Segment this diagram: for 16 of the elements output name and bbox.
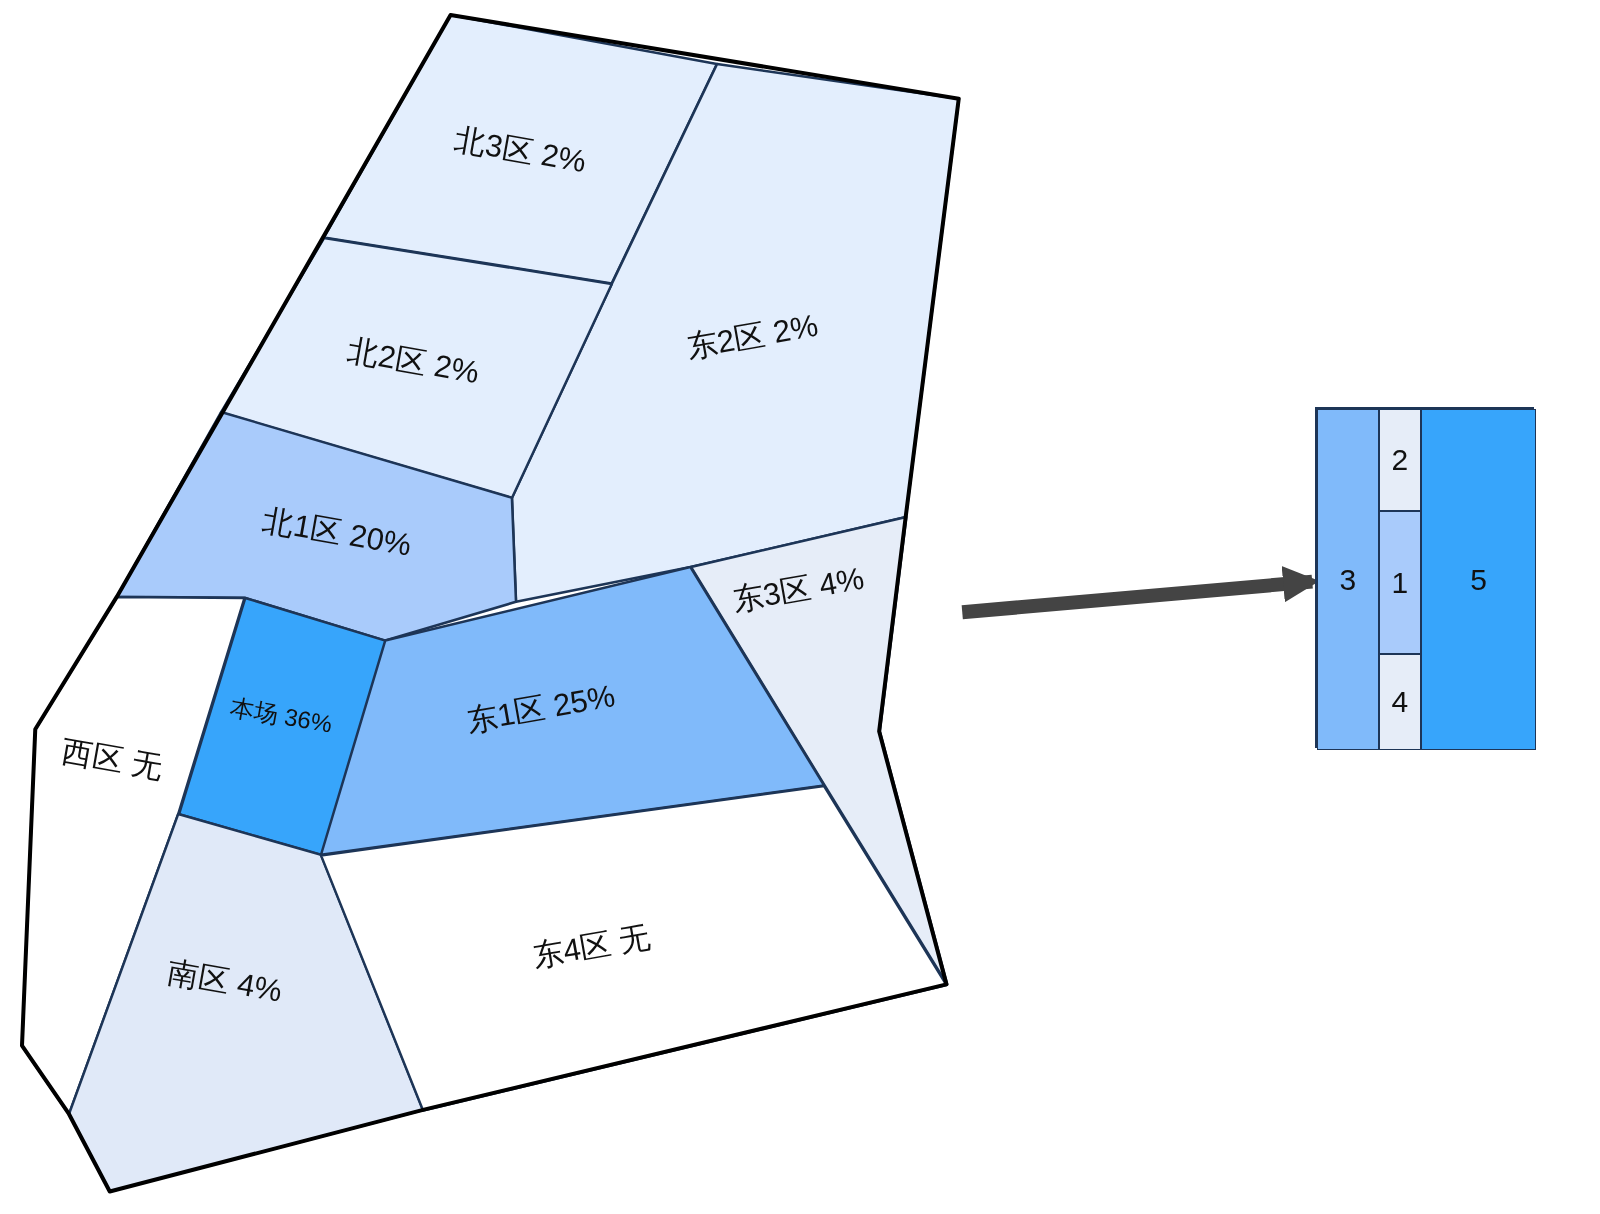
zone-label: 南区 4% [164, 952, 286, 1011]
strip-panel [1315, 407, 1534, 748]
numbered-strip: 5 [1421, 409, 1536, 750]
zone-label: 北3区 2% [451, 120, 590, 182]
zone-label: 东2区 2% [682, 306, 821, 367]
zone-label: 北1区 20% [259, 500, 415, 565]
zone-label: 东4区 无 [529, 917, 654, 976]
numbered-strip: 3 [1317, 409, 1379, 750]
zone-label: 北2区 2% [344, 331, 483, 393]
zone-label: 东1区 25% [463, 677, 619, 741]
numbered-strip: 2 [1378, 409, 1422, 512]
zone-label: 本场 36% [228, 692, 335, 740]
numbered-strip: 4 [1378, 654, 1422, 750]
numbered-strip: 1 [1378, 511, 1422, 654]
zone-label: 西区 无 [58, 732, 166, 788]
zone-label: 东3区 4% [729, 559, 868, 621]
